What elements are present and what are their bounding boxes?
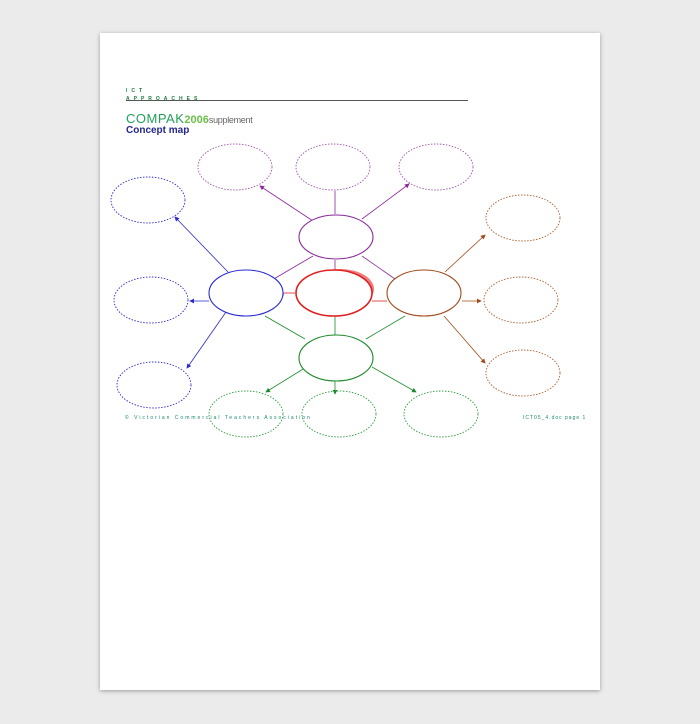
link-right-bottom xyxy=(365,315,406,340)
link-left-bottom xyxy=(264,315,306,340)
leaf-left-2 xyxy=(113,276,189,324)
node-left xyxy=(208,269,284,317)
leaf-right-2 xyxy=(483,276,559,324)
arrow-left-3 xyxy=(186,311,227,369)
leaf-bottom-1 xyxy=(208,390,284,438)
leaf-bottom-3 xyxy=(403,390,479,438)
brand-year: 2006 xyxy=(184,114,209,126)
arrow-top-1 xyxy=(259,185,314,222)
header-approaches: APPROACHES xyxy=(126,96,202,102)
node-top xyxy=(298,214,374,260)
leaf-top-2 xyxy=(295,143,371,191)
link-top-right xyxy=(361,255,396,280)
arrow-right-3 xyxy=(443,315,486,364)
footer-page-ref: ICT05_4.doc page 1 xyxy=(523,415,587,421)
arrow-bottom-1 xyxy=(265,365,309,393)
brand-logo: COMPAK2006supplement xyxy=(126,110,253,128)
link-top-to-left xyxy=(271,255,314,281)
arrow-bottom-3 xyxy=(371,366,417,393)
document-page: ICT APPROACHES COMPAK2006supplement Conc… xyxy=(100,33,600,690)
footer-copyright: © Victorian Commercial Teachers Associat… xyxy=(125,415,312,421)
brand-sub: supplement xyxy=(208,115,253,125)
leaf-top-1 xyxy=(197,143,273,191)
leaf-left-3 xyxy=(116,361,192,409)
concept-map xyxy=(110,143,561,438)
center-node xyxy=(295,269,373,317)
arrow-left-1 xyxy=(174,216,229,273)
leaf-left-1 xyxy=(110,176,186,224)
leaf-bottom-2 xyxy=(301,390,377,438)
header-ict: ICT xyxy=(126,88,147,94)
arrow-right-1 xyxy=(444,234,486,273)
leaf-top-3 xyxy=(398,143,474,191)
leaf-right-3 xyxy=(485,349,561,397)
node-bottom xyxy=(298,334,374,382)
leaf-right-1 xyxy=(485,194,561,242)
page-title: Concept map xyxy=(126,125,190,136)
brand-name: COMPAK xyxy=(126,111,185,126)
header-rule xyxy=(126,100,468,101)
arrow-top-3 xyxy=(361,183,410,220)
node-right xyxy=(386,269,462,317)
